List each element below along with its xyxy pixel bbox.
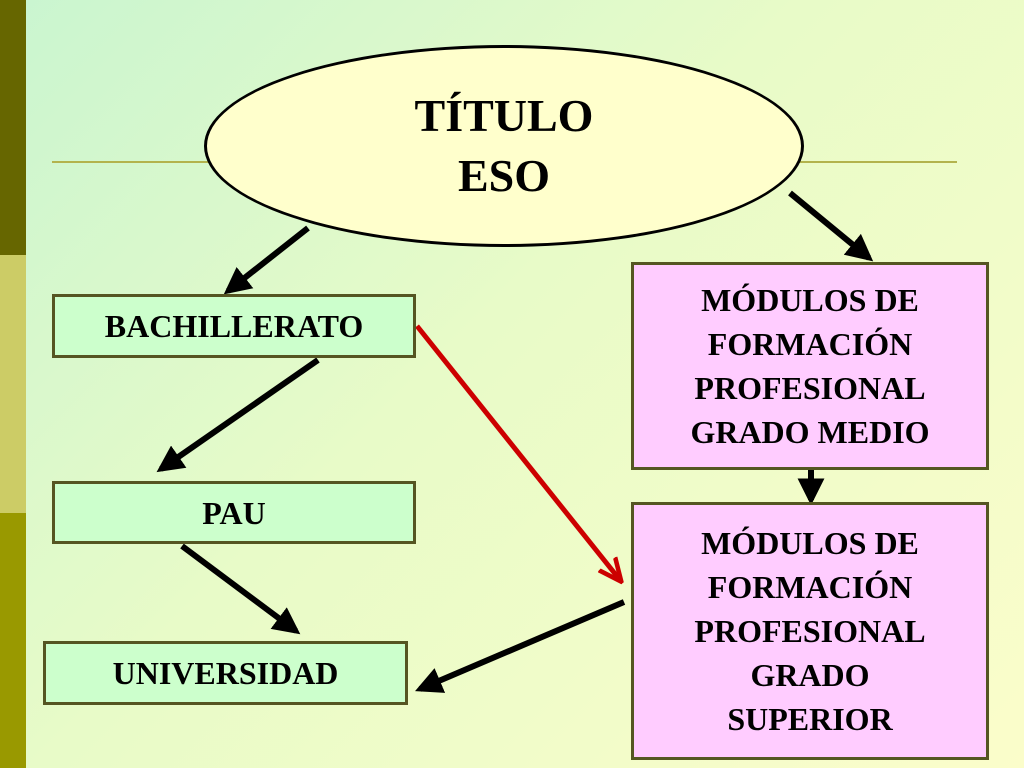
fp-medio-line-3: PROFESIONAL	[694, 370, 926, 406]
titulo-eso-node: TÍTULO ESO	[204, 45, 804, 247]
fp-medio-line-2: FORMACIÓN	[707, 326, 913, 362]
side-stripe-middle	[0, 255, 26, 513]
arrow-bachillerato-to-pau	[156, 357, 320, 473]
arrow-eso-to-fp-medio	[788, 190, 874, 262]
titulo-label: TÍTULO	[414, 90, 594, 141]
side-stripe-top	[0, 0, 26, 255]
fp-superior-line-4: GRADO	[750, 657, 870, 693]
fp-medio-line-4: GRADO MEDIO	[690, 414, 930, 450]
bachillerato-box: BACHILLERATO	[52, 294, 416, 358]
title-rule-left	[52, 161, 212, 163]
side-stripe-bottom	[0, 513, 26, 768]
universidad-label: UNIVERSIDAD	[112, 655, 339, 691]
pau-box: PAU	[52, 481, 416, 544]
arrow-eso-to-bachillerato	[223, 225, 310, 295]
title-rule-right	[795, 161, 957, 163]
fp-superior-line-5: SUPERIOR	[727, 701, 893, 737]
arrow-bachillerato-to-fp-superior	[415, 324, 620, 580]
fp-medio-line-1: MÓDULOS DE	[701, 282, 919, 318]
arrow-fp-superior-to-universidad	[415, 599, 626, 693]
arrow-pau-to-universidad	[180, 543, 301, 635]
fp-superior-line-1: MÓDULOS DE	[701, 525, 919, 561]
fp-grado-medio-box: MÓDULOS DE FORMACIÓN PROFESIONAL GRADO M…	[631, 262, 989, 470]
fp-superior-line-3: PROFESIONAL	[694, 613, 926, 649]
fp-grado-superior-box: MÓDULOS DE FORMACIÓN PROFESIONAL GRADO S…	[631, 502, 989, 760]
bachillerato-label: BACHILLERATO	[104, 308, 364, 344]
universidad-box: UNIVERSIDAD	[43, 641, 408, 705]
pau-label: PAU	[202, 494, 266, 531]
fp-superior-line-2: FORMACIÓN	[707, 569, 913, 605]
eso-label: ESO	[457, 150, 551, 201]
